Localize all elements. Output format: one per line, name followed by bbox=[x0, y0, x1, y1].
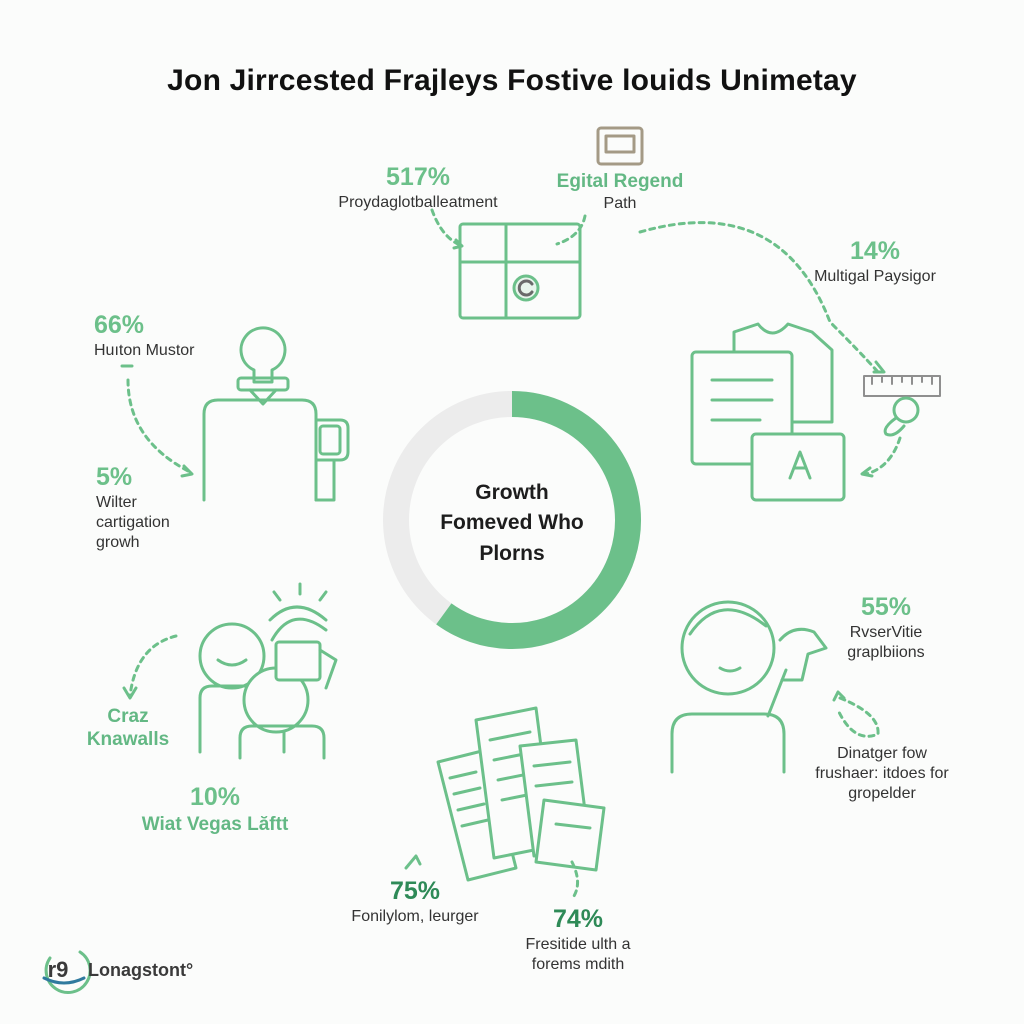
brand-logo-icon bbox=[42, 950, 92, 994]
brand-name: Lonagstont° bbox=[88, 959, 194, 980]
stat-value: 74% bbox=[552, 905, 604, 933]
stat-label: Path bbox=[603, 194, 637, 212]
stat-top-left: 517% Proydaglotballeatment bbox=[330, 162, 506, 213]
lightbulb-person-icon bbox=[202, 326, 350, 502]
stat-label-line: gropelder bbox=[848, 785, 916, 802]
arrow-head bbox=[122, 686, 138, 700]
stat-label-line: Dinatger fow bbox=[837, 745, 927, 762]
stat-value: 66% bbox=[94, 311, 145, 339]
center-label: Growth Fomeved Who Plorns bbox=[412, 478, 612, 569]
ruler-icon bbox=[863, 375, 941, 397]
documents-icon bbox=[690, 322, 846, 502]
dashed-arrow bbox=[555, 214, 587, 246]
stat-label: Multigal Paysigor bbox=[814, 268, 936, 286]
dashed-arrow bbox=[864, 436, 902, 476]
stat-value: 10% bbox=[189, 783, 241, 811]
stat-right-middle: 55% RvserVitie graplbiions bbox=[826, 592, 946, 663]
stat-label-line: frushaer: itdoes for bbox=[815, 765, 949, 782]
ring-progress-arc bbox=[436, 391, 641, 649]
stat-label-line: Wilter bbox=[96, 494, 137, 512]
dashed-arrow bbox=[570, 860, 579, 898]
stat-top-center: Egital Regend Path bbox=[538, 170, 702, 214]
dashed-arrow bbox=[638, 221, 880, 374]
stat-left-middle: 5% Wilter cartigation growh bbox=[96, 462, 200, 553]
stat-label: Huıton Mustor bbox=[94, 342, 195, 360]
stat-left-bottom: 10% Wiat Vegas Lăftt bbox=[130, 782, 300, 837]
stat-label-line: graplbiions bbox=[847, 644, 925, 662]
stat-label: Wiat Vegas Lăftt bbox=[141, 814, 289, 836]
center-line-3: Plorns bbox=[479, 541, 545, 565]
stat-value: 5% bbox=[96, 463, 133, 491]
stat-label-line: RvserVitie bbox=[849, 624, 923, 642]
device-icon bbox=[596, 126, 644, 166]
stat-label-line: cartigation bbox=[96, 514, 170, 532]
stat-value: 517% bbox=[386, 163, 450, 191]
brand: r9 Lonagstont° bbox=[36, 944, 194, 996]
dashed-arrow bbox=[836, 696, 880, 738]
stat-left-upper: 66% Huıton Mustor bbox=[94, 310, 220, 361]
center-line-1: Growth bbox=[475, 481, 549, 504]
stat-right-lower: Dinatger fow frushaer: itdoes for gropel… bbox=[792, 744, 972, 804]
stat-label-line: Fresitide ulth a bbox=[525, 936, 631, 954]
brand-logo-text: r9 bbox=[47, 957, 69, 982]
grid-window-icon bbox=[458, 222, 582, 320]
stat-title-line: Knawalls bbox=[86, 728, 170, 750]
stat-bottom-left: 75% Fonilylom, leurger bbox=[340, 876, 490, 927]
arrow-head bbox=[860, 466, 874, 478]
stat-value: 75% bbox=[389, 877, 441, 905]
arrow-head bbox=[872, 360, 886, 374]
stat-value: 55% bbox=[860, 593, 912, 621]
stat-top-right: 14% Multigal Paysigor bbox=[790, 236, 960, 287]
person-icon bbox=[670, 600, 828, 774]
dashed-arrow bbox=[128, 634, 178, 698]
papers-icon bbox=[436, 706, 606, 882]
tape-icon bbox=[883, 396, 920, 437]
arrow-head bbox=[180, 464, 194, 478]
arrow-head bbox=[404, 854, 422, 870]
stat-left-lower: Craz Knawalls bbox=[80, 706, 176, 752]
stat-bottom-right: 74% Fresitide ulth a forems mdith bbox=[516, 904, 640, 975]
center-line-2: Fomeved Who bbox=[440, 511, 584, 535]
stat-label: Fonilylom, leurger bbox=[351, 908, 479, 926]
growth-ring bbox=[383, 391, 641, 649]
group-people-icon bbox=[198, 582, 338, 760]
stat-title-line: Craz bbox=[107, 706, 149, 727]
stat-label: Proydaglotballeatment bbox=[338, 194, 498, 212]
stat-value: 14% bbox=[849, 237, 901, 265]
stat-label-line: forems mdith bbox=[531, 956, 625, 974]
stat-label-line: growh bbox=[96, 534, 140, 552]
arrow-head bbox=[832, 690, 846, 702]
dashed-arrow bbox=[126, 378, 192, 474]
stat-title: Egital Regend bbox=[556, 171, 684, 192]
arrow-head bbox=[452, 238, 464, 250]
page-title: Jon Jirrcested Frajleys Fostive louids U… bbox=[167, 64, 857, 97]
